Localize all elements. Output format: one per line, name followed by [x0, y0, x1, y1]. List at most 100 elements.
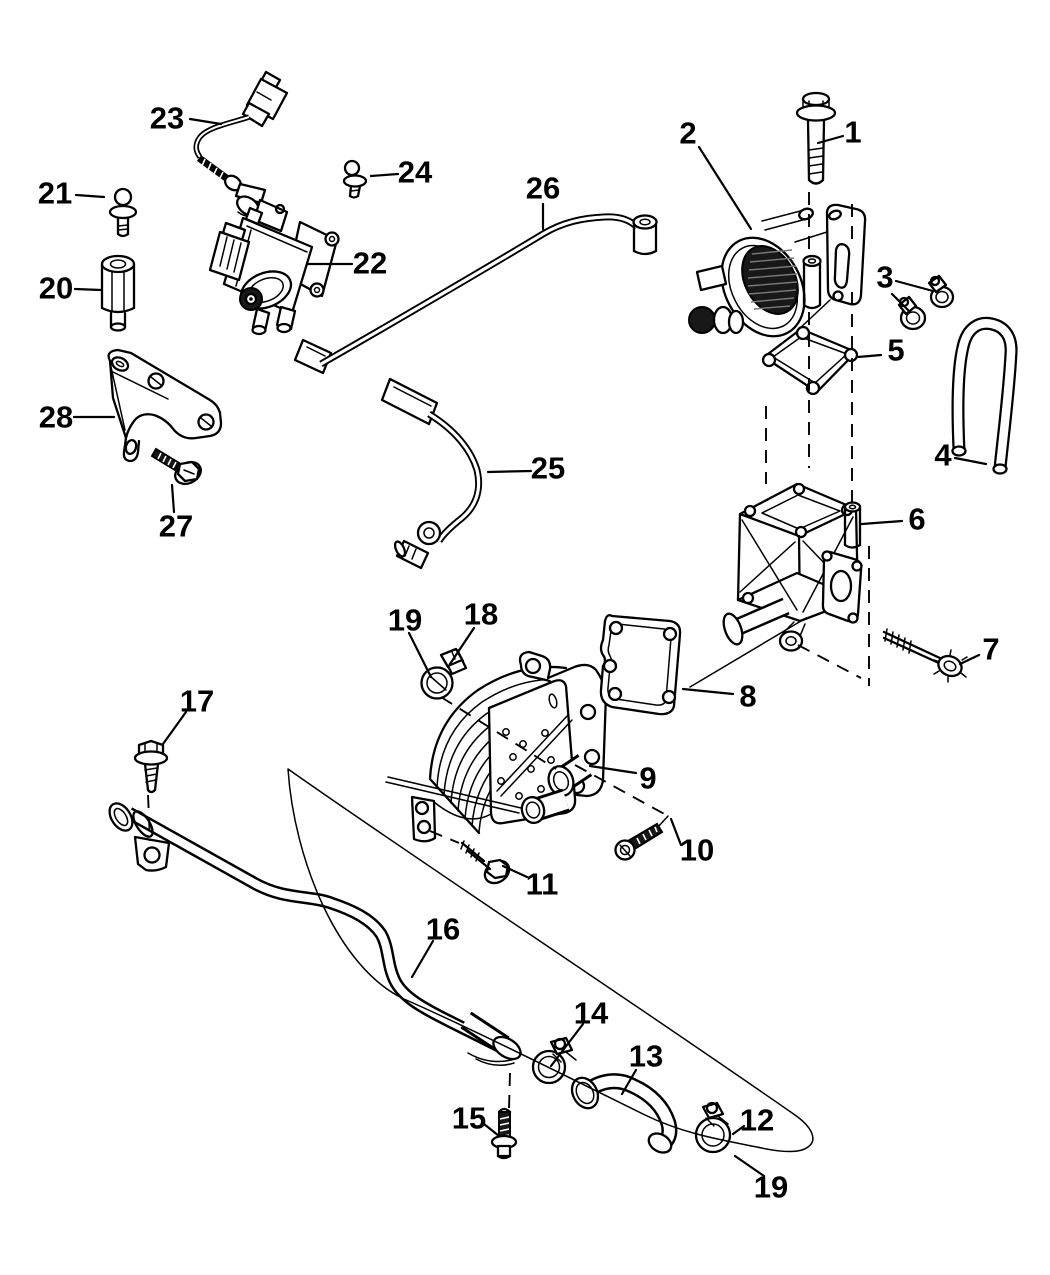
part-7-bolt [882, 628, 968, 683]
leader-line [669, 817, 683, 847]
leader-line [681, 687, 735, 696]
leader-line [953, 456, 988, 466]
adapter-bolt-lug [778, 630, 804, 652]
callout-label-22: 22 [353, 246, 387, 281]
part-21-bolt [108, 187, 138, 238]
callout-layer: 1234567891011121314151617181919202122232… [38, 101, 1000, 1205]
callout-6: 6 [860, 502, 926, 537]
callout-label-6: 6 [908, 502, 925, 537]
part-13-hose [570, 1073, 678, 1154]
callout-20: 20 [39, 271, 103, 306]
callout-14: 14 [549, 996, 609, 1068]
callout-label-11: 11 [526, 867, 559, 902]
callout-label-19: 19 [754, 1170, 788, 1205]
callout-label-18: 18 [464, 597, 498, 632]
leader-line [188, 117, 223, 126]
leader-line [588, 764, 638, 775]
part-25-tube [380, 377, 483, 570]
leader-line [73, 287, 103, 292]
valve-flange [825, 203, 867, 306]
callout-3: 3 [876, 260, 935, 313]
part-22-solenoid [208, 198, 340, 336]
callout-label-27: 27 [159, 509, 193, 544]
leader-line [860, 519, 904, 526]
part-12-clamp [694, 1101, 732, 1154]
callout-11: 11 [501, 864, 559, 902]
part-16-coolant-tube [108, 802, 522, 1066]
callout-label-1: 1 [844, 115, 861, 150]
part-11-bolt [460, 840, 511, 885]
callout-16: 16 [410, 912, 460, 979]
leader-line [170, 483, 176, 514]
part-27-bolt [150, 447, 202, 486]
callout-5: 5 [856, 333, 905, 368]
part-2-egr-valve [688, 203, 867, 338]
callout-19a: 19 [388, 603, 433, 679]
callout-label-9: 9 [639, 761, 656, 796]
part-6-egr-adapter [722, 482, 863, 652]
part-15-screw [490, 1107, 518, 1160]
callout-label-15: 15 [452, 1101, 486, 1136]
leader-line [369, 172, 400, 178]
leader-line [161, 710, 188, 746]
callout-label-25: 25 [531, 451, 565, 486]
leader-line [410, 939, 435, 979]
part-23-connector [193, 70, 289, 217]
callout-28: 28 [39, 400, 116, 435]
part-1-bolt [795, 91, 837, 185]
callout-label-4: 4 [934, 438, 952, 473]
callout-19b: 19 [733, 1154, 788, 1205]
callout-label-24: 24 [398, 155, 433, 190]
callout-15: 15 [452, 1101, 501, 1138]
callout-1: 1 [816, 115, 862, 150]
callout-4: 4 [934, 438, 988, 473]
part-9-egr-cooler [385, 650, 608, 843]
area-loop [287, 768, 814, 1153]
callout-8: 8 [681, 679, 757, 714]
leader-line [407, 631, 433, 679]
part-4-hose [951, 316, 1018, 475]
callout-label-21: 21 [38, 176, 72, 211]
callout-label-20: 20 [39, 271, 73, 306]
part-20-spacer [100, 254, 136, 332]
callout-22: 22 [306, 246, 387, 281]
callout-label-7: 7 [982, 632, 999, 667]
leader-line [74, 193, 106, 199]
valve-bolt-boss [802, 260, 822, 307]
callout-13: 13 [620, 1039, 663, 1096]
valve-motor [741, 245, 799, 315]
callout-18: 18 [448, 597, 498, 666]
callout-label-5: 5 [887, 333, 904, 368]
callout-label-14: 14 [574, 996, 609, 1031]
callout-label-13: 13 [629, 1039, 663, 1074]
leader-line [620, 1068, 638, 1096]
leader-line [697, 145, 753, 231]
callout-label-10: 10 [680, 833, 714, 868]
callout-label-12: 12 [740, 1103, 774, 1138]
part-26-tube [293, 213, 658, 375]
leader-line [731, 1124, 746, 1136]
leader-line [486, 469, 533, 474]
leader-line [733, 1154, 766, 1178]
callout-23: 23 [150, 101, 223, 136]
callout-label-2: 2 [679, 116, 696, 151]
callout-label-23: 23 [150, 101, 184, 136]
callout-2: 2 [679, 116, 753, 231]
callout-10: 10 [669, 817, 714, 868]
part-17-bolt [133, 739, 169, 794]
callout-label-28: 28 [39, 400, 73, 435]
leader-line [501, 864, 529, 879]
callout-label-16: 16 [426, 912, 460, 947]
callout-27: 27 [159, 483, 193, 544]
leader-line [958, 653, 981, 666]
callout-label-19: 19 [388, 603, 422, 638]
leader-line [448, 626, 476, 666]
leader-line [549, 1022, 585, 1068]
callout-24: 24 [369, 155, 433, 190]
leader-line [890, 292, 911, 313]
callout-9: 9 [588, 761, 657, 796]
callout-17: 17 [161, 684, 214, 746]
callout-7: 7 [958, 632, 1000, 667]
callout-25: 25 [486, 451, 565, 486]
